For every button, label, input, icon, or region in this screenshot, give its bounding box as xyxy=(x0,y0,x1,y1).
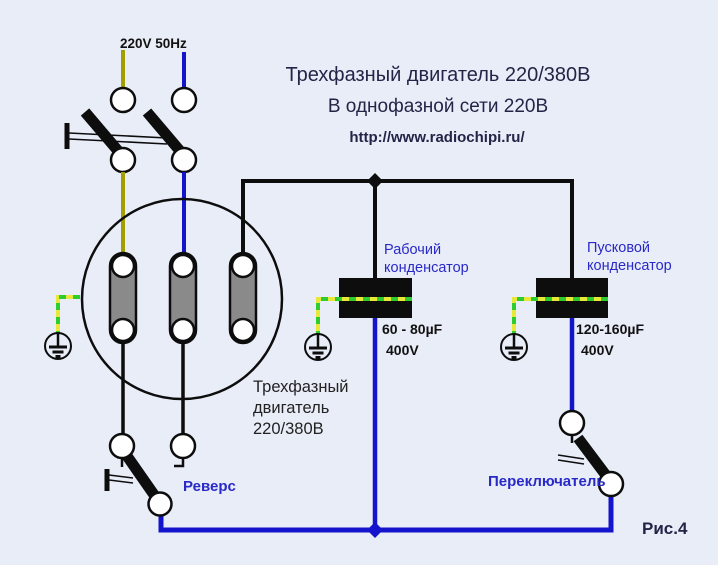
winding-symbol xyxy=(108,251,138,345)
switch-link-line xyxy=(68,138,168,145)
start-capacitor-label-line2: конденсатор xyxy=(587,258,672,274)
mode-switch-label: Переключатель xyxy=(488,473,606,490)
switch-link-line xyxy=(68,132,168,139)
capacitor-plate xyxy=(536,278,608,297)
motor-label-line3: 220/380В xyxy=(253,420,324,438)
capacitor-ground-wire-stripe xyxy=(316,297,412,334)
run-capacitor-voltage: 400V xyxy=(386,342,419,358)
earth-ground-icon xyxy=(304,333,332,361)
motor-ground-wire xyxy=(56,295,80,333)
start-capacitor-value: 120-160µF xyxy=(576,321,644,337)
junction-dot xyxy=(367,173,383,189)
capacitor-plate xyxy=(536,301,608,318)
earth-ground-icon xyxy=(44,332,72,360)
switch-link-line xyxy=(108,479,134,484)
start-capacitor-symbol xyxy=(512,278,608,334)
run-capacitor-symbol xyxy=(316,278,412,334)
winding-symbol xyxy=(168,251,198,345)
motor-symbol xyxy=(56,197,284,401)
switch-terminal xyxy=(170,86,198,114)
motor-label-line1: Трехфазный xyxy=(253,378,349,396)
start-capacitor-label-line1: Пусковой xyxy=(587,240,650,256)
switch-lever xyxy=(573,434,613,482)
bottom-return-bus-wire xyxy=(158,496,614,533)
main-switch-symbol xyxy=(64,86,198,174)
switch-terminal xyxy=(147,491,173,517)
switch-terminal xyxy=(108,432,136,460)
junction-dot xyxy=(367,522,383,538)
reverse-switch-label: Реверс xyxy=(183,478,236,495)
motor-label-line2: двигатель xyxy=(253,399,329,417)
switch-terminal xyxy=(169,432,197,460)
capacitor-plate xyxy=(339,301,412,318)
switch-terminal xyxy=(109,146,137,174)
switch-link-line xyxy=(557,459,585,465)
switch-link-line xyxy=(108,474,134,479)
source-url-text: http://www.radiochipi.ru/ xyxy=(349,129,525,146)
figure-caption: Рис.4 xyxy=(642,519,688,538)
run-capacitor-label-line2: конденсатор xyxy=(384,260,469,276)
supply-voltage-label: 220V 50Hz xyxy=(120,36,187,51)
switch-lever xyxy=(122,452,162,503)
contact-hook xyxy=(174,458,185,468)
diagram-title-line1: Трехфазный двигатель 220/380В xyxy=(285,64,590,86)
switch-terminal xyxy=(558,409,586,437)
capacitor-plate xyxy=(339,278,412,297)
switch-terminal xyxy=(597,470,625,498)
switch-terminal xyxy=(109,86,137,114)
winding-symbol xyxy=(228,251,258,345)
start-capacitor-voltage: 400V xyxy=(581,342,614,358)
reverse-switch-symbol xyxy=(104,432,197,517)
run-capacitor-label-line1: Рабочий xyxy=(384,242,441,258)
switch-terminal xyxy=(170,146,198,174)
motor-ground-wire-stripe xyxy=(56,295,80,333)
run-capacitor-value: 60 - 80µF xyxy=(382,321,443,337)
mode-switch-symbol xyxy=(557,409,625,498)
capacitor-ground-wire-stripe xyxy=(512,297,608,334)
switch-link-line xyxy=(557,454,585,460)
diagram-title-line2: В однофазной сети 220В xyxy=(328,96,548,117)
earth-ground-icon xyxy=(500,333,528,361)
